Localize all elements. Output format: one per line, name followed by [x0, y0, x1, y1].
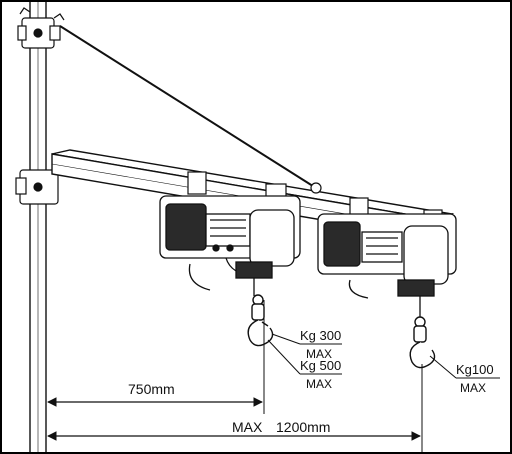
- dimension-1200: MAX 1200mm: [47, 364, 423, 452]
- dimension-750-label: 750mm: [128, 381, 175, 397]
- tie-rod: [59, 25, 317, 189]
- label-leaders: [267, 333, 500, 379]
- load-label-300-max: MAX: [306, 347, 332, 361]
- load-label-300: Kg 300: [300, 328, 341, 343]
- dimension-1200-prefix: MAX: [232, 419, 263, 435]
- top-clamp: [17, 7, 65, 49]
- dimension-750: 750mm: [47, 300, 265, 414]
- load-label-500: Kg 500: [300, 358, 341, 373]
- hook-far: [409, 316, 436, 369]
- mast-pole: [29, 2, 47, 452]
- load-label-100-max: MAX: [460, 381, 486, 395]
- hook-near: [247, 294, 274, 347]
- hoist-near: [159, 195, 301, 296]
- load-label-100: Kg100: [456, 362, 494, 377]
- load-label-500-max: MAX: [306, 377, 332, 391]
- boom-clamp: [15, 169, 59, 205]
- hoist-far: [317, 213, 457, 318]
- dimension-1200-value: 1200mm: [276, 419, 330, 435]
